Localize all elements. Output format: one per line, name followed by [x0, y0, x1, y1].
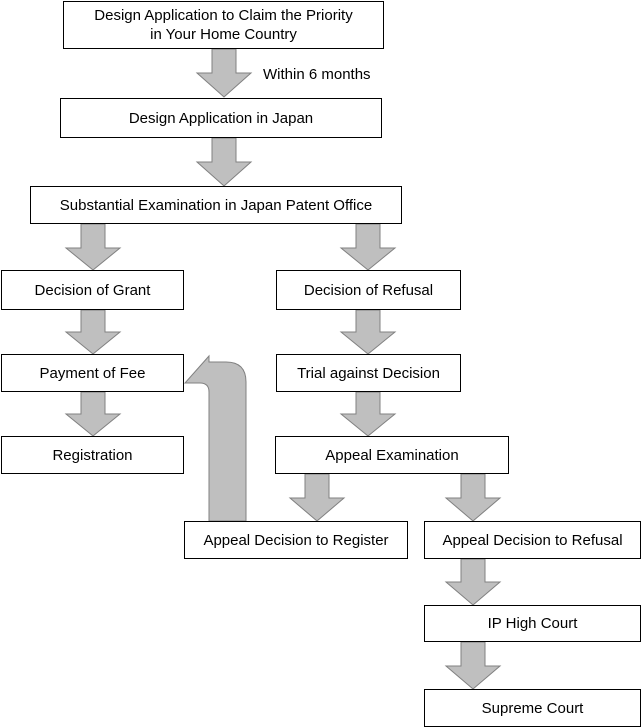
arrow-japan-to-examination [197, 138, 251, 186]
arrow-appeal-to-refusal [446, 474, 500, 521]
registration-box: Registration [1, 436, 184, 474]
japan-application-box: Design Application in Japan [60, 98, 382, 138]
appeal-examination-box: Appeal Examination [275, 436, 509, 474]
arrow-examination-to-grant [66, 224, 120, 270]
arrow-refusal-to-trial [341, 310, 395, 354]
appeal-decision-register-box: Appeal Decision to Register [184, 521, 408, 559]
payment-of-fee-box: Payment of Fee [1, 354, 184, 392]
arrow-examination-to-refusal [341, 224, 395, 270]
substantial-examination-box: Substantial Examination in Japan Patent … [30, 186, 402, 224]
arrow-payment-to-registration [66, 392, 120, 436]
ip-high-court-box: IP High Court [424, 605, 641, 642]
arrow-grant-to-payment [66, 310, 120, 354]
appeal-decision-refusal-box: Appeal Decision to Refusal [424, 521, 641, 559]
trial-against-decision-box: Trial against Decision [276, 354, 461, 392]
arrow-priority-to-japan [197, 49, 251, 97]
decision-of-grant-box: Decision of Grant [1, 270, 184, 310]
priority-application-box: Design Application to Claim the Priority… [63, 1, 384, 49]
arrow-highcourt-to-supreme [446, 642, 500, 689]
within-6-months-label: Within 6 months [263, 66, 371, 83]
arrow-appeal-to-register [290, 474, 344, 521]
supreme-court-box: Supreme Court [424, 689, 641, 727]
arrow-register-to-payment [185, 356, 246, 521]
arrow-trial-to-appeal [341, 392, 395, 436]
decision-of-refusal-box: Decision of Refusal [276, 270, 461, 310]
arrow-refusal-to-highcourt [446, 559, 500, 605]
